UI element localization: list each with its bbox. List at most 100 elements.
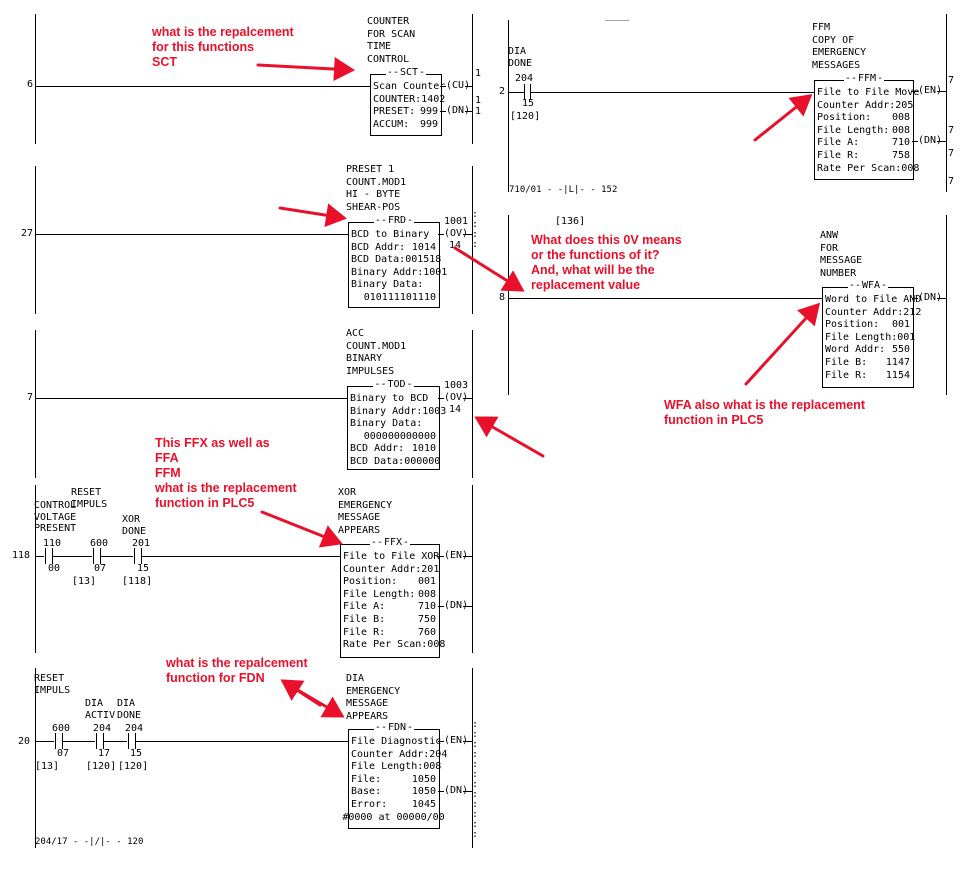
rung-number: 27 — [20, 228, 33, 239]
ov-coil-address: 1003 — [444, 380, 469, 391]
contact-bit: 07 — [57, 748, 70, 759]
left-power-rail — [35, 166, 36, 314]
arrow-from-fdn — [280, 679, 322, 707]
arrow-to-ffx — [260, 510, 343, 548]
no-contact-icon — [45, 548, 46, 564]
arrow-ov-to-frd-coil — [453, 246, 525, 292]
en-output: (EN) — [918, 85, 943, 96]
rung-footer: 710/01 - -|L|- - 152 — [509, 185, 618, 195]
right-power-rail — [472, 166, 473, 314]
nc-contact-icon — [134, 548, 135, 564]
block-header: DIA EMERGENCY MESSAGE APPEARS — [346, 673, 401, 722]
contact-address: 600 — [52, 723, 71, 734]
contact-address: 201 — [132, 538, 151, 549]
left-power-rail — [35, 14, 36, 144]
contact-bit: 07 — [94, 563, 107, 574]
no-contact-icon — [524, 84, 525, 100]
rung-number: 8 — [498, 292, 505, 303]
contact-ref: [120] — [86, 761, 117, 772]
contact-label: DIA DONE — [117, 698, 142, 721]
block-mnemonic: FFM — [856, 73, 878, 84]
cu-output: (CU) — [446, 80, 471, 91]
right-power-rail — [472, 330, 473, 478]
contact-bit: 00 — [48, 563, 61, 574]
right-power-rail — [472, 668, 473, 848]
contact-ref: [118] — [122, 576, 153, 587]
block-header: XOR EMERGENCY MESSAGE APPEARS — [338, 487, 393, 536]
no-contact-icon — [55, 733, 56, 749]
rung-number: 6 — [26, 79, 33, 90]
en-output: (EN) — [444, 735, 469, 746]
contact-address: 600 — [90, 538, 109, 549]
contact-address: 204 — [93, 723, 112, 734]
dn-output: (DN) — [444, 600, 469, 611]
contact-address: 204 — [515, 73, 534, 84]
dn-output: (DN) — [918, 135, 943, 146]
wfa-block[interactable]: --WFA- Word to File AND Counter Addr:212… — [822, 280, 921, 388]
contact-bit: 15 — [130, 748, 143, 759]
frd-block[interactable]: --FRD- BCD to Binary BCD Addr:1014 BCD D… — [348, 215, 447, 308]
ffm-block[interactable]: --FFM- File to File Move Counter Addr:20… — [814, 73, 919, 180]
arrow-to-sct — [256, 57, 355, 82]
arrow-to-frd — [278, 203, 347, 228]
rung-number: 2 — [498, 86, 505, 97]
contact-bit: 17 — [98, 748, 111, 759]
block-mnemonic: FFX — [382, 537, 404, 548]
contact-address: 204 — [125, 723, 144, 734]
block-header: PRESET 1 COUNT.MOD1 HI - BYTE SHEAR-POS — [346, 164, 407, 213]
sct-block[interactable]: --SCT- Scan Counter COUNTER:1402 PRESET:… — [370, 67, 446, 136]
nc-contact-icon — [128, 733, 129, 749]
ov-coil-address: 1001 — [444, 216, 469, 227]
ov-coil[interactable]: (OV) — [444, 228, 469, 239]
left-power-rail — [35, 668, 36, 848]
sct-rows: Scan Counter COUNTER:1402 PRESET:999 ACC… — [373, 81, 446, 130]
contact-label: RESET IMPULS — [71, 487, 108, 510]
no-contact-icon — [93, 548, 94, 564]
ffx-block[interactable]: --FFX- File to File XOR Counter Addr:201… — [340, 537, 445, 658]
annotation-sct: what is the repalcement for this functio… — [152, 25, 294, 69]
right-power-rail — [472, 485, 473, 653]
contact-bit: 15 — [522, 98, 535, 109]
block-mnemonic: WFA — [860, 280, 882, 291]
contact-address: 110 — [43, 538, 62, 549]
contact-label: XOR DONE — [122, 514, 147, 537]
block-mnemonic: FDN — [386, 722, 408, 733]
rung-line — [35, 86, 370, 87]
left-power-rail — [35, 485, 36, 653]
annotation-ffx: This FFX as well as FFA FFM what is the … — [155, 436, 297, 510]
arrow-to-tod-coil — [474, 416, 545, 458]
contact-ref: [120] — [510, 111, 541, 122]
en-output: (EN) — [444, 550, 469, 561]
ov-coil[interactable]: (OV) — [444, 392, 469, 403]
contact-ref: [13] — [35, 761, 60, 772]
block-header: FFM COPY OF EMERGENCY MESSAGES — [812, 22, 867, 71]
right-power-rail — [946, 215, 947, 395]
annotation-wfa: WFA also what is the replacement functio… — [664, 398, 865, 427]
left-power-rail — [508, 215, 509, 395]
arrow-to-ffm — [753, 94, 813, 142]
contact-ref: [120] — [118, 761, 149, 772]
left-power-rail — [35, 330, 36, 478]
rung-reference: [136] — [555, 216, 586, 227]
nc-contact-icon — [96, 733, 97, 749]
block-header: ANW FOR MESSAGE NUMBER — [820, 230, 863, 279]
left-power-rail — [508, 20, 509, 192]
contact-label: DIA ACTIV — [85, 698, 116, 721]
contact-label: CONTROL VOLTAGE PRESENT — [34, 500, 77, 534]
contact-label: DIA DONE — [508, 46, 533, 69]
right-power-rail — [946, 14, 947, 192]
contact-label: RESET IMPULS — [34, 673, 71, 696]
ov-coil-bit: 14 — [449, 404, 462, 415]
dn-output: (DN) — [444, 785, 469, 796]
tod-block[interactable]: --TOD- Binary to BCD Binary Addr:1003 Bi… — [347, 379, 446, 470]
block-mnemonic: TOD — [386, 379, 407, 390]
arrow-to-wfa — [744, 302, 821, 386]
block-header: ACC COUNT.MOD1 BINARY IMPULSES — [346, 328, 407, 377]
rung-number: 118 — [11, 550, 30, 561]
right-power-rail — [472, 14, 473, 144]
contact-ref: [13] — [72, 576, 97, 587]
rung-footer: 204/17 - -|/|- - 120 — [35, 837, 144, 847]
fdn-block[interactable]: --FDN- File Diagnostic Counter Addr:204 … — [342, 722, 447, 829]
dn-output: (DN) — [446, 105, 471, 116]
